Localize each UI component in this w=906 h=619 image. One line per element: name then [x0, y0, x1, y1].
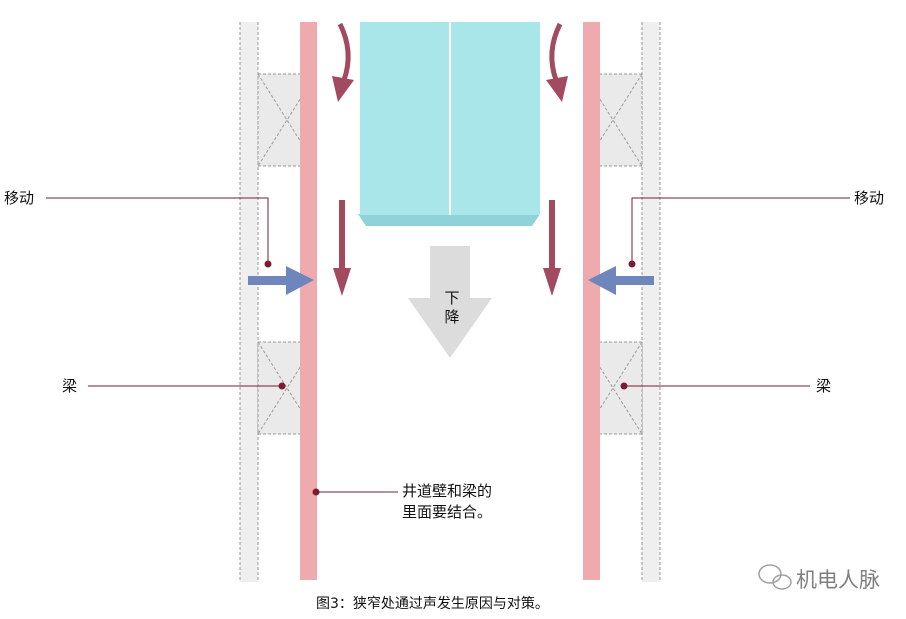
left-shaft-wall	[239, 22, 259, 582]
left-pink-strip	[300, 22, 317, 580]
push-arrow-left-icon	[248, 266, 314, 295]
watermark-text: 机电人脉	[796, 568, 880, 592]
leader-beam-right	[620, 382, 810, 390]
label-move-left: 移动	[4, 189, 34, 207]
leader-move-right	[628, 197, 850, 268]
figure-caption: 图3：狭窄处通过声发生原因与对策。	[316, 595, 549, 612]
descend-label-1: 下	[444, 289, 459, 307]
label-move-right: 移动	[854, 189, 884, 207]
push-arrow-right-icon	[588, 266, 654, 295]
label-beam-left: 梁	[62, 377, 77, 395]
descend-arrow-icon	[408, 246, 492, 358]
airflow-curve-right-icon	[546, 22, 568, 102]
right-pink-strip	[583, 22, 600, 580]
elevator-car	[358, 22, 540, 226]
label-beam-right: 梁	[816, 377, 831, 395]
note-line-1: 井道壁和梁的	[402, 482, 492, 500]
right-shaft-wall	[641, 22, 661, 582]
wechat-icon	[758, 564, 792, 590]
leader-note	[312, 488, 398, 496]
airflow-curve-left-icon	[332, 22, 354, 102]
leader-move-left	[46, 197, 272, 268]
leader-beam-left	[88, 382, 286, 390]
airflow-down-right-icon	[543, 200, 561, 296]
note-line-2: 里面要结合。	[402, 503, 492, 521]
descend-label-2: 降	[444, 308, 459, 326]
airflow-down-left-icon	[333, 200, 351, 296]
